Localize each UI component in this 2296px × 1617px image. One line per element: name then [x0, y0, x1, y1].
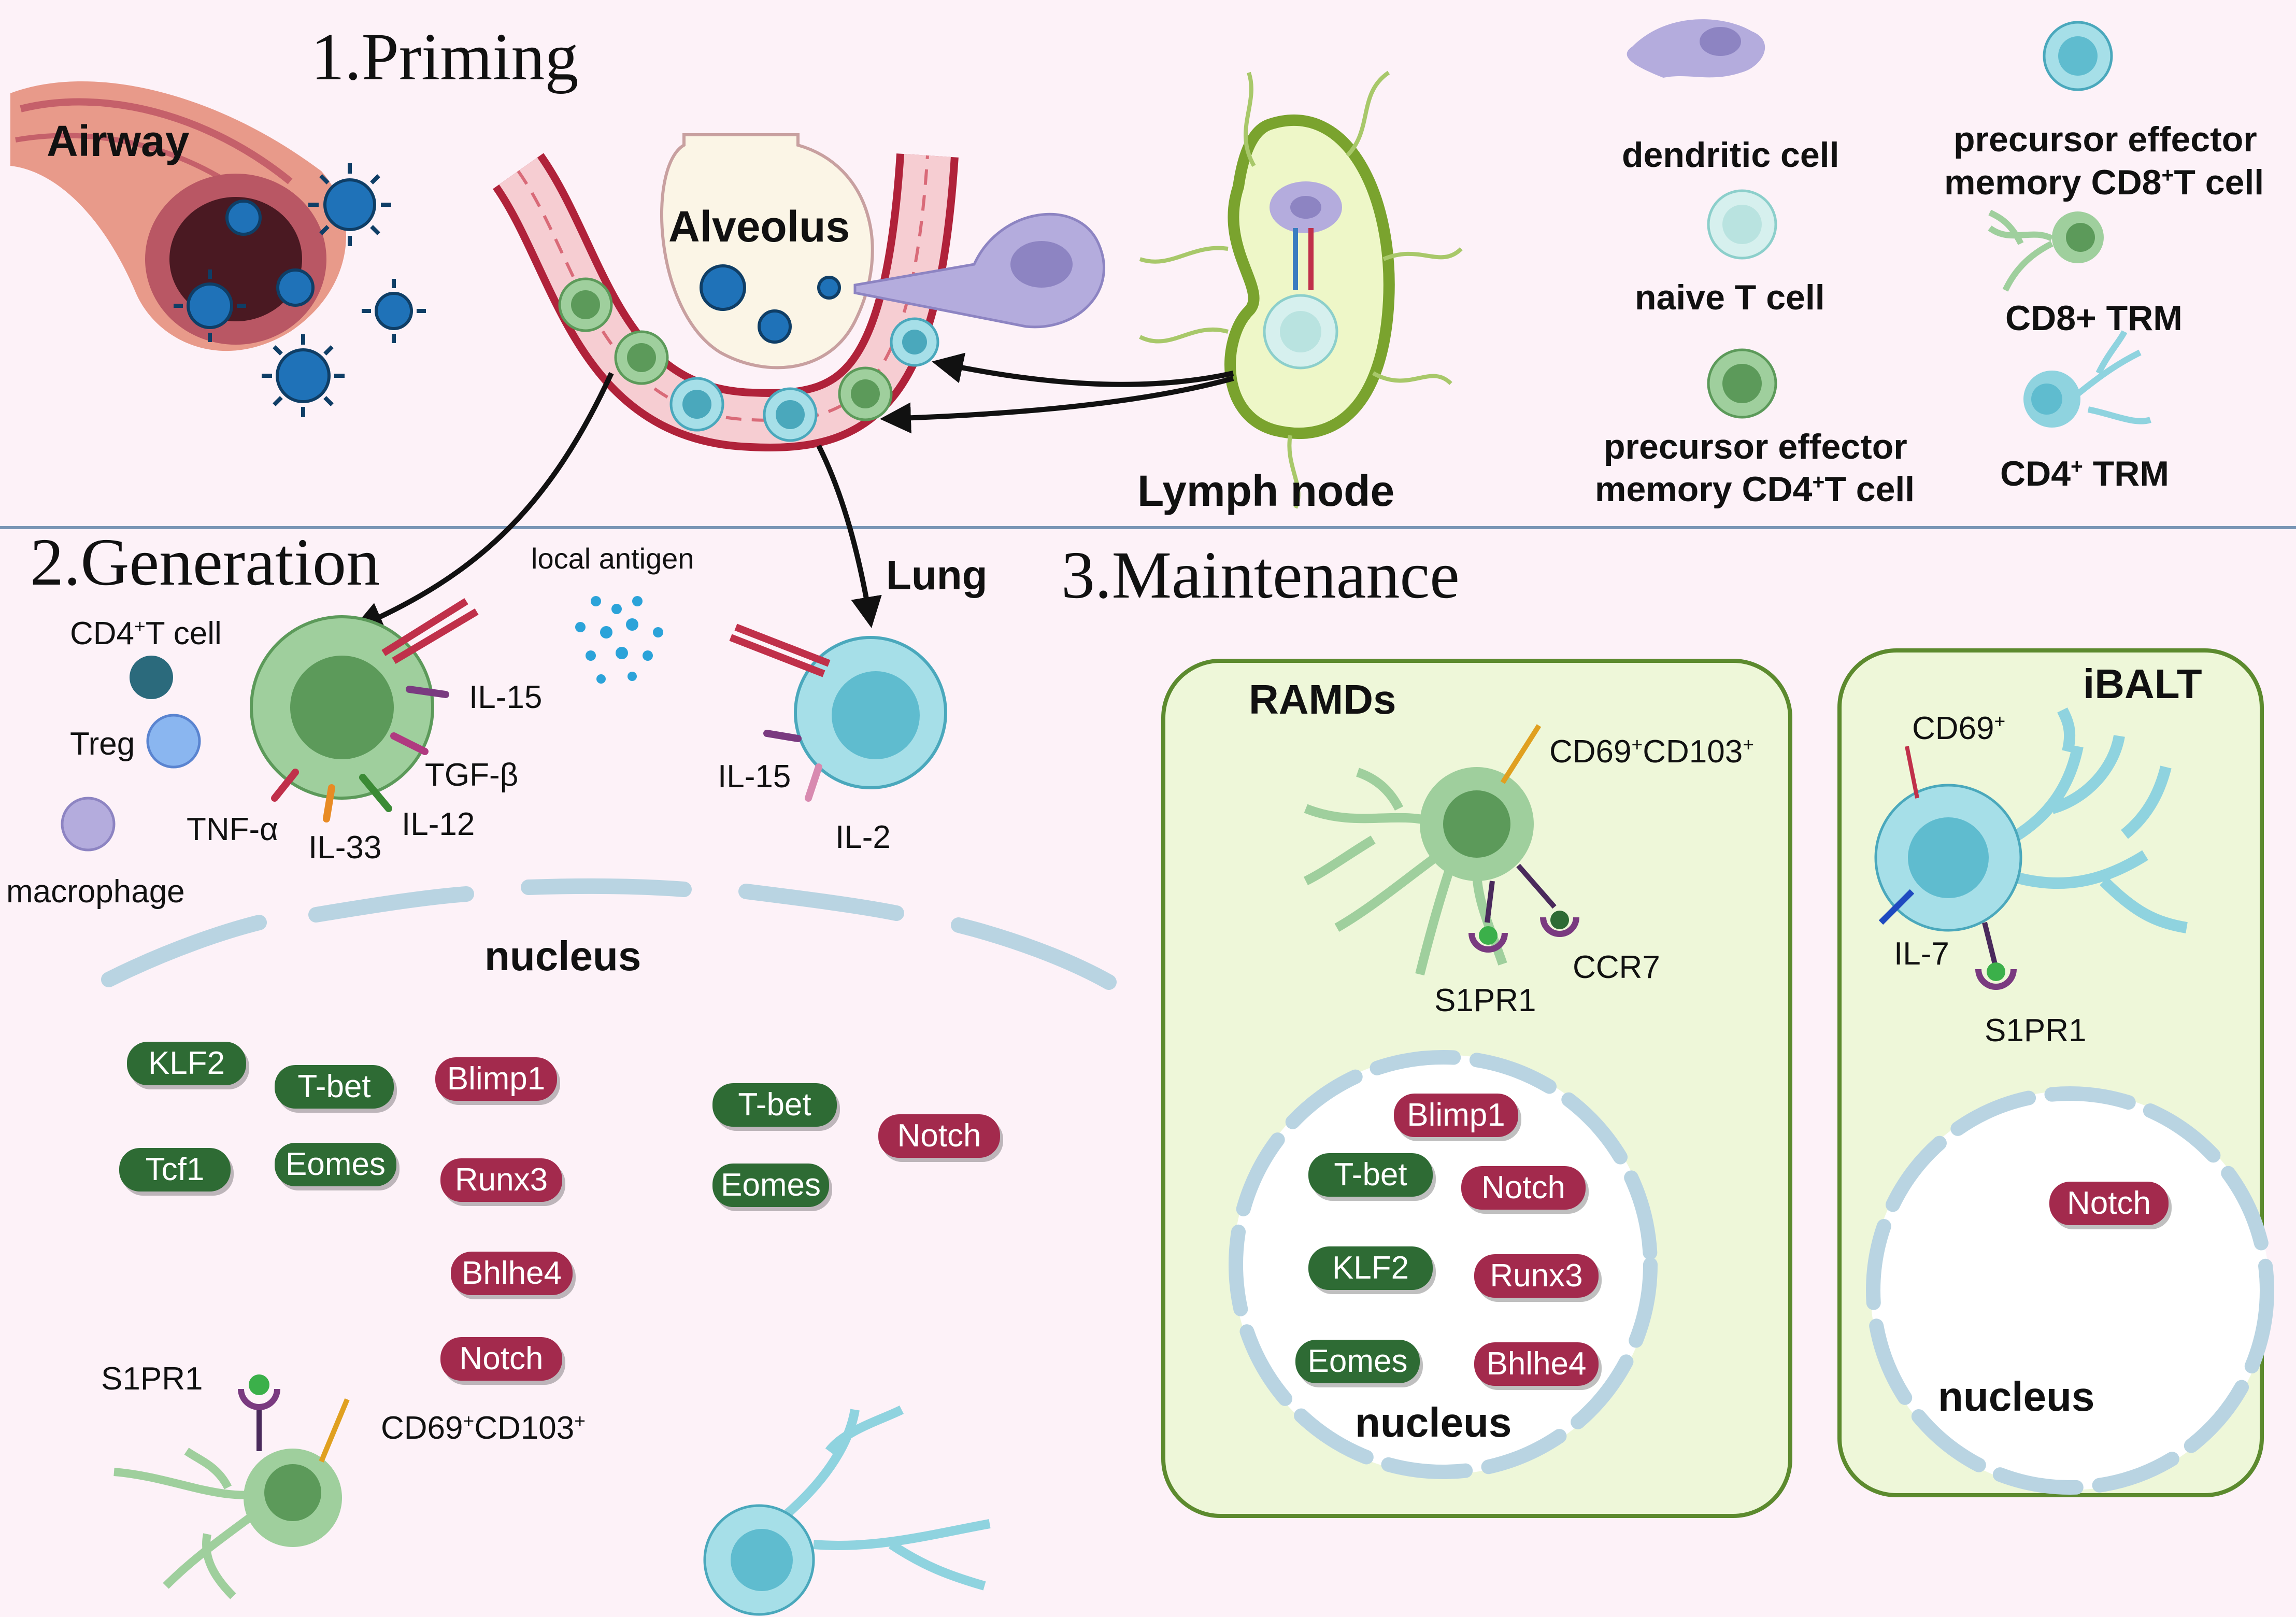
ibalt-label-il7: IL-7 [1894, 936, 1949, 972]
label-il33: IL-33 [308, 830, 382, 866]
label-s1pr1-generation: S1PR1 [101, 1361, 203, 1397]
arrow-to-cd4 [351, 372, 614, 632]
ibalt-label-nucleus: nucleus [1938, 1373, 2095, 1420]
macrophage-icon [61, 797, 116, 852]
legend-label-cd4-trm: CD4+ TRM [2000, 454, 2170, 493]
label-tnfa: TNF-α [187, 812, 279, 847]
cd8-t-cell-large [729, 623, 947, 802]
tf-tbet: T-bet [275, 1065, 394, 1109]
ibalt-title: iBALT [2083, 661, 2202, 707]
section-title-priming: 1.Priming [311, 20, 579, 94]
nucleus-arc [101, 878, 1117, 990]
ibalt-tf-notch: Notch [2049, 1182, 2169, 1225]
label-cd69-cd103-generation: CD69+CD103+ [381, 1410, 586, 1446]
tf-notch: Notch [440, 1337, 562, 1381]
ibalt-nucleus [1866, 1086, 2274, 1495]
label-nucleus-generation: nucleus [484, 933, 641, 979]
ramds-tf-blimp1: Blimp1 [1394, 1094, 1518, 1137]
arrow-to-lung [816, 444, 882, 628]
cd4-small-icon [130, 656, 173, 699]
alveolus-viruses [700, 264, 841, 344]
legend-cd4-trm-icon [2023, 330, 2151, 428]
tf-eomes-cd8: Eomes [712, 1164, 829, 1207]
ramds-tf-klf2: KLF2 [1308, 1246, 1433, 1290]
receptor-ticks [271, 686, 449, 822]
ibalt-label-cd69: CD69+ [1912, 710, 2006, 746]
legend-label-cd4-precursor-2: memory CD4+T cell [1595, 470, 1915, 509]
local-antigen-dots [575, 596, 663, 684]
legend-cd8-trm-icon [1988, 209, 2104, 292]
alveolus-sac [660, 133, 874, 370]
arrow-ln-2 [880, 376, 1234, 434]
legend-dendritic-icon [1627, 19, 1765, 78]
cd8-trm-cell-bottom [113, 1374, 350, 1599]
ramds-title: RAMDs [1249, 676, 1396, 722]
ramds-tf-tbet: T-bet [1308, 1153, 1433, 1197]
label-tgfb: TGF-β [425, 757, 519, 793]
tf-klf2: KLF2 [127, 1042, 246, 1085]
ibalt-cell [1874, 707, 2188, 990]
label-il2: IL-2 [835, 819, 891, 855]
ramds-label-nucleus: nucleus [1355, 1399, 1512, 1445]
vessel-cells [558, 277, 939, 442]
tf-blimp1: Blimp1 [435, 1057, 557, 1101]
ramds-tf-notch: Notch [1461, 1166, 1586, 1210]
ramds-tf-bhlhe4: Bhlhe4 [1474, 1342, 1599, 1386]
cd4-t-cell-large [250, 598, 479, 800]
tf-tcf1: Tcf1 [119, 1148, 231, 1192]
tf-bhlhe4: Bhlhe4 [451, 1252, 573, 1295]
label-macrophage: macrophage [6, 874, 185, 910]
label-lung: Lung [886, 552, 988, 598]
ramds-tf-runx3: Runx3 [1474, 1254, 1599, 1298]
cd4-trm-cell-bottom [703, 1405, 991, 1616]
label-cd4-t-cell: CD4+T cell [70, 615, 222, 651]
label-alveolus: Alveolus [668, 202, 850, 251]
label-il12: IL-12 [402, 806, 475, 842]
ramds-cell [1303, 724, 1579, 976]
tf-tbet-cd8: T-bet [712, 1083, 837, 1127]
dendritic-cell-priming [853, 213, 1105, 329]
label-treg: Treg [70, 726, 135, 762]
legend-label-cd8-precursor-1: precursor effector [1953, 120, 2257, 159]
ibalt-label-s1pr1: S1PR1 [1985, 1013, 2087, 1048]
tf-eomes: Eomes [275, 1143, 396, 1186]
ramds-tf-eomes: Eomes [1295, 1340, 1420, 1383]
label-local-antigen: local antigen [531, 542, 694, 575]
label-airway: Airway [47, 117, 190, 165]
label-lymph-node: Lymph node [1137, 466, 1395, 515]
lymph-node [1139, 70, 1463, 509]
treg-icon [146, 714, 201, 769]
legend-label-dendritic: dendritic cell [1622, 135, 1839, 175]
legend-label-cd8-precursor-2: memory CD8+T cell [1944, 163, 2264, 202]
ramds-label-cd69-cd103: CD69+CD103+ [1549, 733, 1754, 770]
airway-illustration [10, 81, 426, 417]
tf-notch-cd8: Notch [878, 1114, 1000, 1158]
section-title-generation: 2.Generation [30, 525, 380, 600]
label-il15-cd4: IL-15 [469, 679, 543, 715]
ramds-label-ccr7: CCR7 [1573, 949, 1660, 985]
arrow-ln-1 [932, 352, 1234, 387]
ramds-label-s1pr1: S1PR1 [1434, 983, 1536, 1018]
tf-runx3: Runx3 [440, 1158, 562, 1202]
legend-label-cd4-precursor-1: precursor effector [1604, 427, 1907, 466]
legend-label-cd8-trm: CD8+ TRM [2005, 299, 2183, 338]
label-il15-cd8: IL-15 [718, 759, 791, 795]
legend-label-naive: naive T cell [1635, 278, 1825, 317]
section-title-maintenance: 3.Maintenance [1061, 538, 1460, 613]
